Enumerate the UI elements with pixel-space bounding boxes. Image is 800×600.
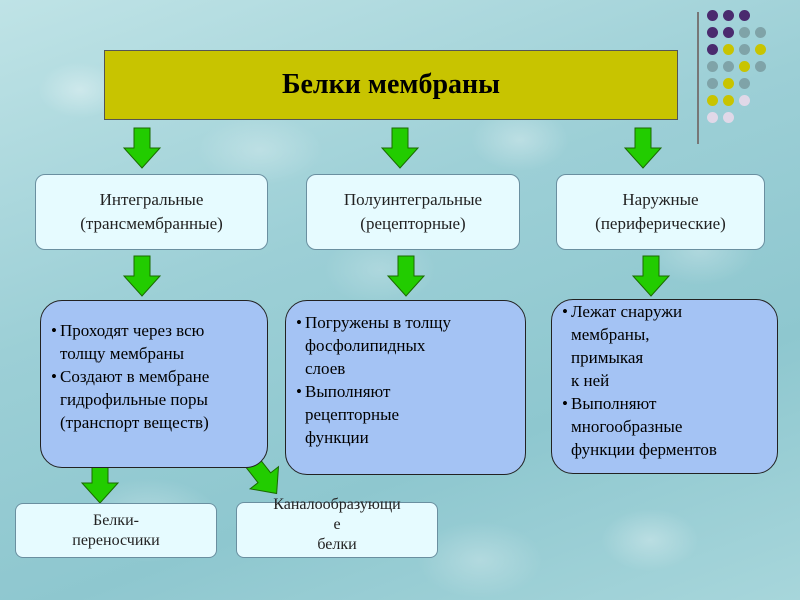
arrow-down-peripheral-desc [632, 255, 670, 297]
title-text: Белки мембраны [281, 69, 501, 100]
desc-box-integral: Проходят через всю толщу мембраны Создаю… [40, 300, 268, 468]
type-box-peripheral: Наружные (периферические) [556, 174, 765, 250]
decorative-dot [739, 44, 750, 55]
decorative-dot [707, 112, 718, 123]
decorative-dot [739, 61, 750, 72]
arrow-down-carriers [81, 462, 119, 504]
decorative-dot [707, 27, 718, 38]
decorative-dot [739, 10, 750, 21]
decorative-dot [739, 95, 750, 106]
carriers-box: Белки- переносчики [15, 503, 217, 558]
arrow-down-integral [123, 127, 161, 169]
decorative-dot [707, 95, 718, 106]
desc-item: Лежат снаружи мембраны, примыкая к ней [562, 300, 771, 392]
desc-item: Проходят через всю толщу мембраны [51, 319, 261, 365]
decorative-dot [723, 10, 734, 21]
channel-label: Каналообразующи е белки [273, 496, 401, 553]
channel-box: Каналообразующи е белки [236, 496, 438, 558]
arrow-down-semi-desc [387, 255, 425, 297]
type-label-peripheral: Наружные (периферические) [595, 190, 726, 233]
desc-box-semi: Погружены в толщу фосфолипидных слоев Вы… [285, 300, 526, 475]
decorative-dot [739, 27, 750, 38]
type-label-integral: Интегральные (трансмембранные) [80, 190, 223, 233]
decorative-dot [739, 78, 750, 89]
desc-item: Выполняют многообразные функции ферменто… [562, 392, 771, 461]
desc-item: Погружены в толщу фосфолипидных слоев [296, 311, 519, 380]
decorative-dot [755, 61, 766, 72]
decorative-dot [723, 27, 734, 38]
decorative-dot [723, 78, 734, 89]
arrow-down-semi [381, 127, 419, 169]
carriers-label: Белки- переносчики [72, 511, 160, 549]
decorative-dot-grid [693, 10, 793, 150]
arrow-down-integral-desc [123, 255, 161, 297]
type-box-integral: Интегральные (трансмембранные) [35, 174, 268, 250]
diagram-title: Белки мембраны [104, 50, 678, 120]
desc-box-peripheral: Лежат снаружи мембраны, примыкая к ней В… [551, 299, 778, 474]
decorative-dot [707, 44, 718, 55]
decorative-dot [723, 95, 734, 106]
desc-item: Создают в мембране гидрофильные поры (тр… [51, 365, 261, 434]
decorative-dot [755, 27, 766, 38]
decorative-dot [723, 112, 734, 123]
type-label-semi: Полуинтегральные (рецепторные) [343, 190, 483, 233]
decorative-dot [707, 78, 718, 89]
desc-item: Выполняют рецепторные функции [296, 380, 519, 449]
decorative-dot [723, 44, 734, 55]
decorative-dot [723, 61, 734, 72]
decorative-dot [755, 44, 766, 55]
decorative-dot [707, 10, 718, 21]
type-box-semi: Полуинтегральные (рецепторные) [306, 174, 520, 250]
arrow-down-peripheral [624, 127, 662, 169]
decorative-divider-line [697, 12, 699, 144]
decorative-dot [707, 61, 718, 72]
